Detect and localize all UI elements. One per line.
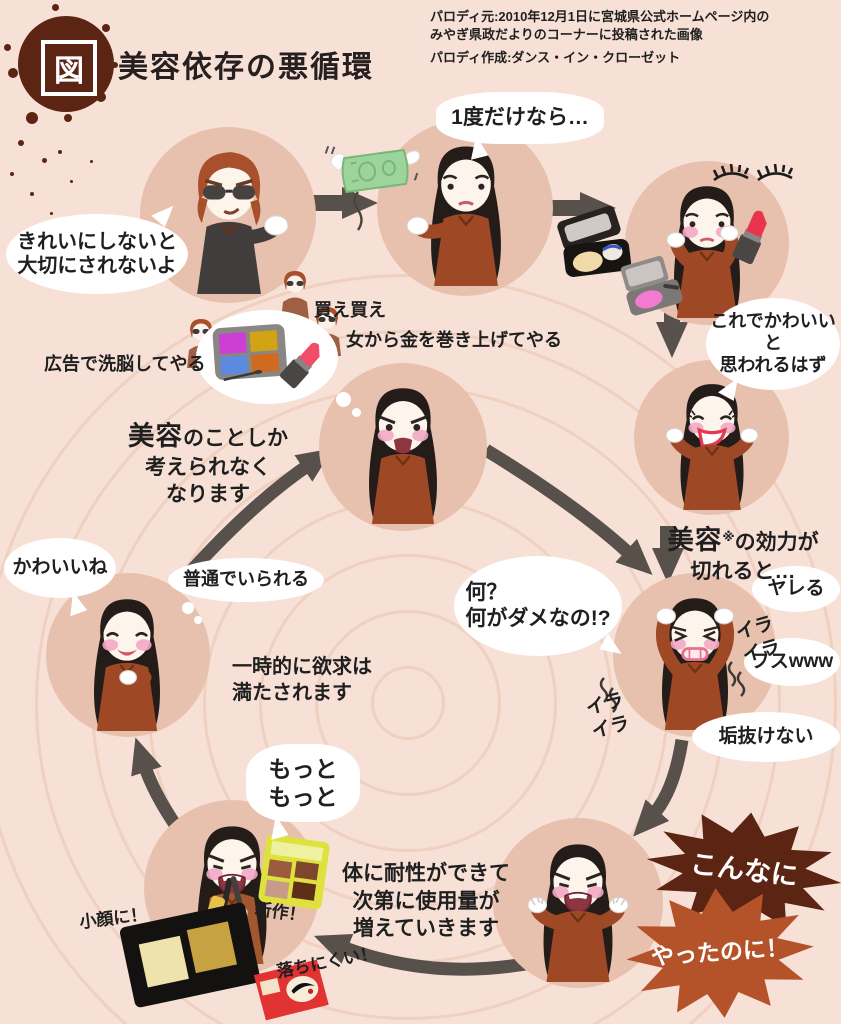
- taunt-text: ブスwww: [750, 651, 834, 673]
- attribution: パロディ元:2010年12月1日に宮城県公式ホームページ内の みやぎ県政だよりの…: [430, 8, 834, 67]
- mini-advertiser-icon: [276, 268, 314, 322]
- obsessed-woman-illustration: [334, 372, 472, 524]
- thought-bubble-normal: 普通でいられる: [168, 558, 324, 602]
- eyeshadow-palette-icon: [208, 319, 292, 388]
- confident-woman-illustration: [648, 368, 776, 510]
- title-splatter-badge: [18, 16, 114, 112]
- speech-bubble-taunt-1: ヤレる: [752, 566, 840, 612]
- caption-buy-buy: 買え買え: [314, 300, 386, 321]
- obsession-keyword: 美容: [128, 421, 183, 452]
- makeup-applying-woman-illustration: [640, 170, 774, 318]
- caption-obsession: 美容のことしか 考えられなく なります: [100, 392, 316, 508]
- victim-speech: 1度だけなら…: [451, 106, 589, 130]
- panic-question-text: 何？ 何がダメなの!?: [465, 581, 611, 630]
- product-label-small-face: 小顔に！: [78, 904, 149, 933]
- zu-label-box: 図: [41, 40, 97, 96]
- thought-dot: [336, 392, 351, 407]
- speech-bubble-expectation: これでかわいいと 思われるはず: [706, 298, 840, 390]
- parody-source: パロディ元:2010年12月1日に宮城県公式ホームページ内の みやぎ県政だよりの…: [430, 9, 770, 42]
- thought-dot: [194, 616, 202, 624]
- zu-label: 図: [54, 55, 84, 88]
- caption-brainwash: 広告で洗脳してやる: [44, 354, 206, 375]
- speech-bubble-advertiser: きれいにしないと 大切にされないよ: [6, 214, 188, 294]
- advertiser-man-illustration: [158, 138, 300, 294]
- advertiser-speech: きれいにしないと 大切にされないよ: [17, 230, 177, 277]
- thought-dot: [182, 602, 194, 614]
- taunt-text: ヤレる: [767, 578, 825, 600]
- false-eyelashes-icon: [710, 156, 798, 190]
- relieved-woman-illustration: [60, 583, 194, 731]
- more-text: もっと もっと: [268, 755, 338, 810]
- lipstick-icon: [268, 327, 340, 400]
- footnote-mark: ※: [722, 530, 735, 545]
- new-palette-icon: [255, 832, 332, 913]
- page-title: 美容依存の悪循環: [118, 51, 374, 84]
- caption-tolerance: 体に耐性ができて 次第に使用量が 増えていきます: [342, 862, 510, 940]
- speech-bubble-taunt-2: ブスwww: [744, 638, 840, 686]
- thought-dot: [352, 408, 361, 417]
- long-lasting-compact-icon: [245, 946, 337, 1024]
- contour-palette-icon: [111, 893, 268, 1018]
- worried-woman-illustration: [395, 130, 537, 286]
- blush-compact-icon: [613, 248, 691, 321]
- speech-bubble-more: もっと もっと: [246, 744, 360, 822]
- speech-bubble-taunt-3: 垢抜けない: [692, 712, 840, 762]
- stressed-woman-illustration: [628, 582, 762, 730]
- lipstick-icon: [719, 197, 786, 272]
- flutter-squiggle-icon: [348, 190, 368, 236]
- speech-bubble-praise: かわいいね: [4, 538, 116, 598]
- taunt-text: 垢抜けない: [718, 726, 814, 748]
- normal-thought-text: 普通でいられる: [183, 569, 309, 590]
- irritation-squiggle-icon: [726, 658, 746, 704]
- caption-temporary: 一時的に欲求は 満たされます: [232, 656, 372, 704]
- product-label-new: 新作！: [253, 899, 307, 926]
- money-with-wings-icon: [323, 137, 427, 204]
- speech-bubble-just-once: 1度だけなら…: [436, 92, 604, 144]
- praise-text: かわいいね: [12, 557, 108, 579]
- wearoff-keyword: 美容: [667, 525, 723, 556]
- parody-credit: パロディ作成:ダンス・イン・クローゼット: [430, 50, 681, 66]
- expectation-text: これでかわいいと 思われるはず: [710, 311, 836, 375]
- wearoff-rest: の効力が 切れると…: [690, 531, 819, 583]
- caption-wearoff: 美容※の効力が 切れると…: [644, 496, 841, 585]
- speech-bubble-panic-question: 何？ 何がダメなの!?: [454, 556, 622, 656]
- irritation-squiggle-icon: [598, 674, 618, 720]
- caption-squeeze-money: 女から金を巻き上げてやる: [346, 330, 562, 351]
